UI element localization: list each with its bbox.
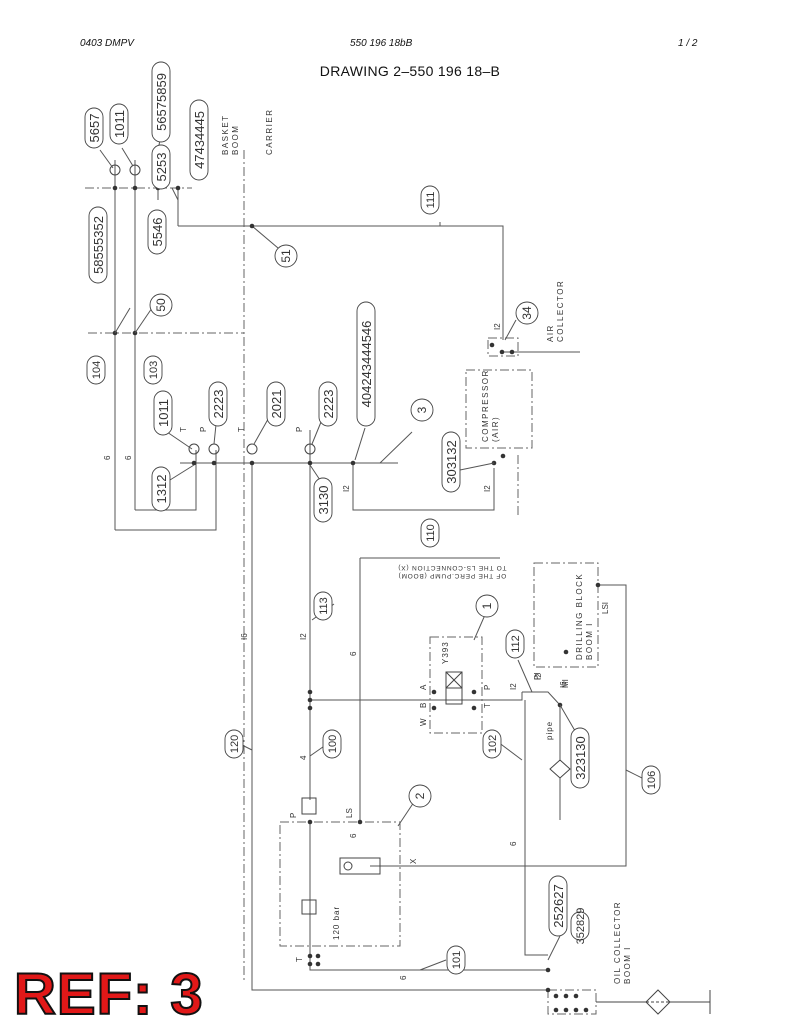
balloon: 5657 [87,114,102,143]
balloon: 352829 [575,908,587,945]
page-number: 1 / 2 [678,38,698,49]
balloon: 2021 [269,390,284,419]
drawing-title: DRAWING 2–550 196 18–B [319,63,501,79]
balloon: 113 [318,597,330,615]
balloon: 104 [91,361,103,379]
valve-symbols [109,164,711,1015]
zone-label-basket: BASKET [221,114,230,155]
balloon: 101 [451,951,463,969]
balloon: 303132 [444,440,459,483]
zone-label-carrier: CARRIER [265,108,274,155]
balloon: 112 [510,635,522,653]
balloon: 2223 [321,390,336,419]
port-letter: B [419,703,428,708]
line-size: I6 [240,633,249,640]
port-letter: A [419,684,428,690]
balloon: 2 [413,792,427,799]
doc-code: 0403 DMPV [80,38,134,49]
air-collector-label: AIR [546,324,555,342]
line-size: I6 [559,681,568,688]
balloon: 404243444546 [359,321,374,408]
balloon: 34 [520,306,534,320]
drilling-block-label: DRILLING BLOCK [575,573,584,660]
balloon: 1312 [154,475,169,504]
balloon: 56575859 [154,73,169,131]
balloon: 100 [327,735,339,753]
pipe-label: pipe [545,721,554,740]
line-sizes: 6 6 I2 I2 I6 I2 6 4 6 6 I2 I6 I2 I2 6 [103,323,568,980]
drilling-block-label: BOOM I [585,622,594,660]
balloon: 110 [425,524,437,542]
component-frames [279,337,599,1015]
port-letter: W [419,718,428,726]
line-size: I2 [509,683,518,690]
drawing-number: 550 196 18bB [350,38,413,49]
line-size: 6 [349,833,358,838]
balloon: 5546 [150,218,165,247]
balloon: 1 [480,602,494,609]
balloon: 58555352 [91,216,106,274]
port-letter: P [295,427,304,432]
balloon: 2223 [211,390,226,419]
port-letter: LSI [601,602,610,614]
line-size: 6 [349,651,358,656]
pipe-network [114,160,627,991]
relief-setting-label: 120 bar [332,906,341,940]
line-size: I2 [342,485,351,492]
balloon: 51 [279,249,293,263]
junction-dots [112,185,601,1013]
balloon: 1011 [156,399,171,427]
line-size: 6 [103,455,112,460]
balloon: 103 [148,361,160,379]
port-letter: MI [561,679,570,688]
zone-boundaries [85,150,245,980]
balloon: 3 [415,406,429,413]
balloon: 5253 [154,153,169,182]
balloon: 111 [425,192,437,209]
balloon: 106 [646,771,658,789]
balloon: 252627 [551,884,566,927]
port-letter: T [483,703,492,708]
compressor-label: COMPRESSOR [481,369,490,442]
oil-collector-label: BOOM I [623,946,632,984]
reference-stamp: REF: 3 [13,962,204,1027]
ls-note: OF THE PERC.PUMP (BOOM) [398,572,506,579]
balloon: 323130 [573,736,588,779]
port-letter: LS [345,808,354,818]
component-labels: BASKET BOOM CARRIER AIR COLLECTOR COMPRE… [221,108,632,984]
zone-label-boom: BOOM [231,125,240,155]
port-letter: T [237,427,246,432]
line-size: I2 [483,485,492,492]
port-letters: T P T P A B P T W P LS X T LSI MI PI [179,427,610,962]
port-letter: T [295,957,304,962]
port-letter: P [483,685,492,690]
line-size: I2 [493,323,502,330]
balloons: 5657 1011 58555352 56575859 5253 5546 47… [84,61,661,975]
balloon: 50 [154,298,168,312]
line-size: I2 [299,633,308,640]
line-size: 6 [124,455,133,460]
port-letter: T [179,427,188,432]
port-letter: PI [533,672,542,680]
balloon: 1011 [112,110,127,138]
balloon: 120 [229,735,241,753]
air-collector-label: COLLECTOR [556,280,565,342]
line-size: 6 [509,841,518,846]
balloon: 47434445 [192,111,207,169]
balloon: 102 [487,735,499,753]
port-letter: X [409,858,418,864]
valve-code-label: Y393 [441,641,450,664]
port-letter: P [199,427,208,432]
port-letter: P [289,813,298,818]
oil-collector-label: OIL COLLECTOR [613,901,622,984]
balloon-leaders [99,109,647,971]
ls-note: TO THE LS-CONNECTION (X) [398,564,507,571]
balloon: 3130 [316,486,331,515]
compressor-label: (AIR) [491,416,500,442]
line-size: I2 [534,673,543,680]
line-size: 4 [299,755,308,760]
line-size: 6 [399,975,408,980]
